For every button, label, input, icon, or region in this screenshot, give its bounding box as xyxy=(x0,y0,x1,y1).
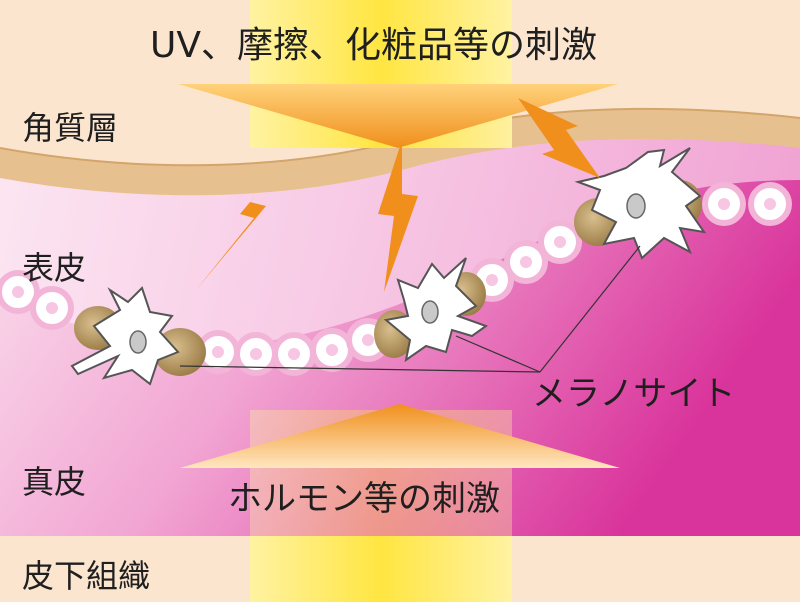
bottom-stimulus-band xyxy=(250,536,512,602)
melanocyte-label: メラノサイト xyxy=(532,374,736,414)
top-stimulus-arrow xyxy=(178,84,618,148)
melanocyte-leader-lines xyxy=(179,245,641,373)
stratum-corneum-label: 角質層 xyxy=(22,109,119,147)
basal-cell-nuclei xyxy=(12,198,776,360)
bottom-stimulus-label: ホルモン等の刺激 xyxy=(228,479,500,519)
melanocyte-middle xyxy=(374,257,489,363)
top-stimulus-label: UV、摩擦、化粧品等の刺激 xyxy=(150,25,597,66)
melanocyte-right xyxy=(574,147,707,260)
melanocyte-left xyxy=(70,286,206,386)
epidermis-label: 表皮 xyxy=(22,249,87,287)
lightning-bolt-right xyxy=(518,98,600,178)
bottom-stimulus-arrow xyxy=(180,404,620,468)
basal-cell-row xyxy=(0,182,792,376)
dermis-label: 真皮 xyxy=(22,463,87,501)
subcutis-label: 皮下組織 xyxy=(22,557,151,595)
lightning-bolt-center xyxy=(378,140,418,292)
